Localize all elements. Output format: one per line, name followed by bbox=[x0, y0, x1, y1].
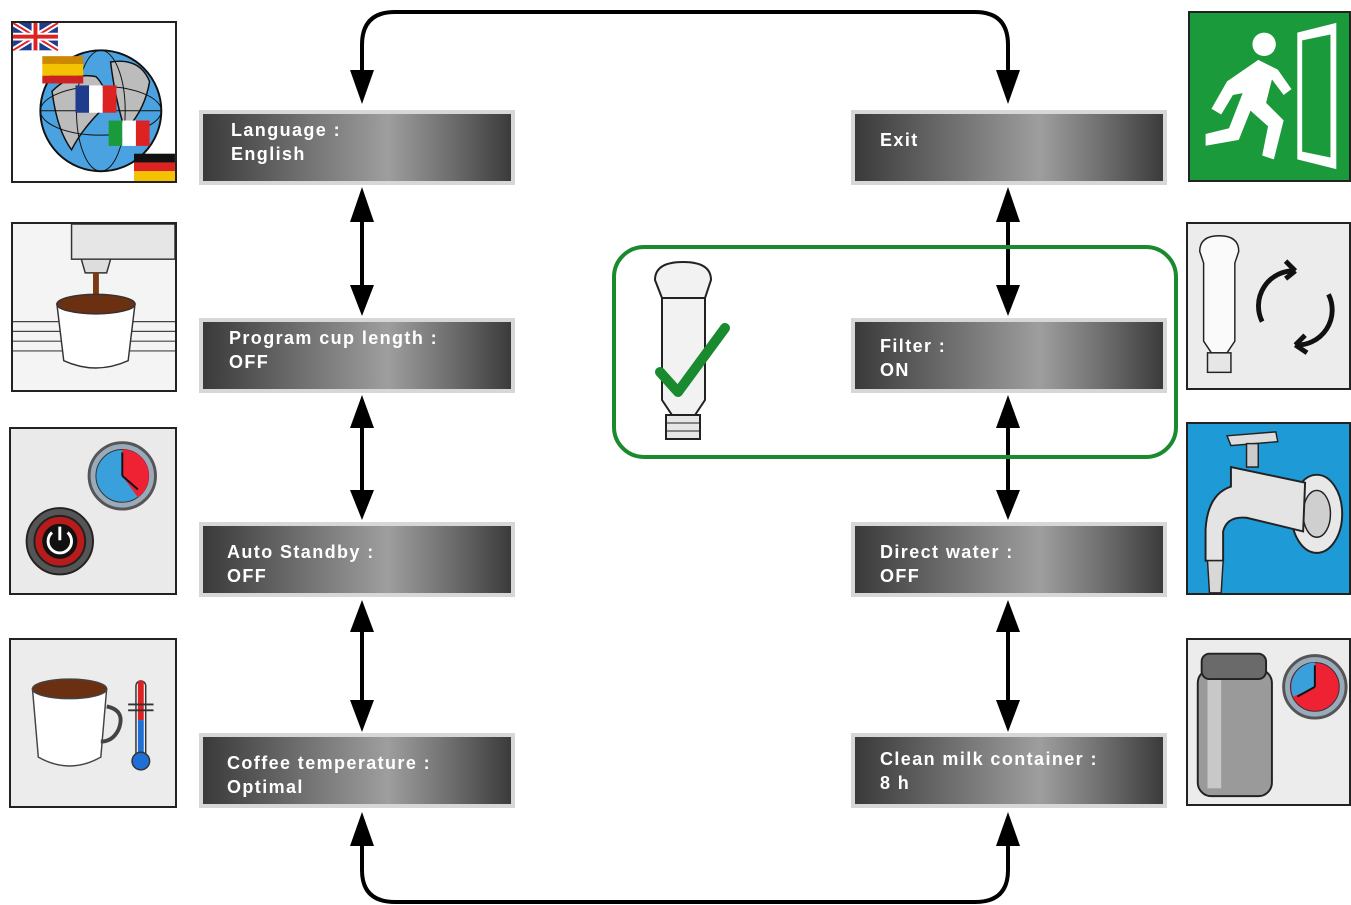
filter-replace-icon bbox=[1186, 222, 1351, 390]
coffee-temperature-title: Coffee temperature : bbox=[227, 753, 432, 773]
filter-title: Filter : bbox=[880, 336, 947, 356]
direct-water-value: OFF bbox=[880, 566, 921, 586]
language-setting[interactable]: Language : English bbox=[199, 110, 515, 185]
power-timer-icon bbox=[9, 427, 177, 595]
filter-highlight-frame bbox=[612, 245, 1178, 459]
language-value: English bbox=[231, 144, 306, 164]
auto-standby-setting[interactable]: Auto Standby : OFF bbox=[199, 522, 515, 597]
clean-milk-container-value: 8 h bbox=[880, 773, 911, 793]
exit-running-man-icon bbox=[1188, 11, 1351, 182]
filter-checkmark-icon bbox=[653, 260, 730, 440]
auto-standby-title: Auto Standby : bbox=[227, 542, 375, 562]
exit-title: Exit bbox=[880, 130, 919, 150]
milk-container-timer-icon bbox=[1186, 638, 1351, 806]
direct-water-setting[interactable]: Direct water : OFF bbox=[851, 522, 1167, 597]
program-cup-length-title: Program cup length : bbox=[229, 328, 439, 348]
top-loop-arrow bbox=[360, 10, 1010, 95]
coffee-temperature-setting[interactable]: Coffee temperature : Optimal bbox=[199, 733, 515, 808]
coffee-temperature-value: Optimal bbox=[227, 777, 304, 797]
exit-setting[interactable]: Exit bbox=[851, 110, 1167, 185]
auto-standby-value: OFF bbox=[227, 566, 268, 586]
clean-milk-container-title: Clean milk container : bbox=[880, 749, 1098, 769]
program-cup-length-value: OFF bbox=[229, 352, 270, 372]
language-title: Language : bbox=[231, 120, 342, 140]
globe-flags-icon bbox=[11, 21, 177, 183]
filter-value: ON bbox=[880, 360, 910, 380]
direct-water-title: Direct water : bbox=[880, 542, 1014, 562]
coffee-dispensing-icon bbox=[11, 222, 177, 392]
bottom-loop-arrow bbox=[360, 825, 1010, 904]
cup-thermometer-icon bbox=[9, 638, 177, 808]
filter-setting[interactable]: Filter : ON bbox=[851, 318, 1167, 393]
program-cup-length-setting[interactable]: Program cup length : OFF bbox=[199, 318, 515, 393]
clean-milk-container-setting[interactable]: Clean milk container : 8 h bbox=[851, 733, 1167, 808]
water-tap-icon bbox=[1186, 422, 1351, 595]
